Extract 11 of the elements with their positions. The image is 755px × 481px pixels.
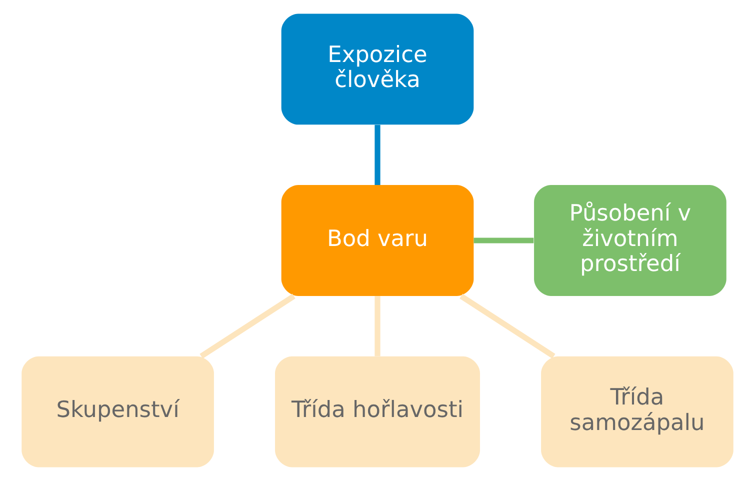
node-box: Působení v životním prostředí [534,185,726,296]
node-box: Bod varu [281,185,474,296]
connector [200,294,296,359]
connector [460,294,556,359]
connector [374,124,380,185]
node-box: Třída samozápalu [541,356,734,468]
node-box: Expozice člověka [281,14,474,125]
connector [374,296,380,356]
node-box: Skupenství [22,356,214,468]
connector [474,238,534,244]
node-box: Třída hořlavosti [275,356,480,468]
